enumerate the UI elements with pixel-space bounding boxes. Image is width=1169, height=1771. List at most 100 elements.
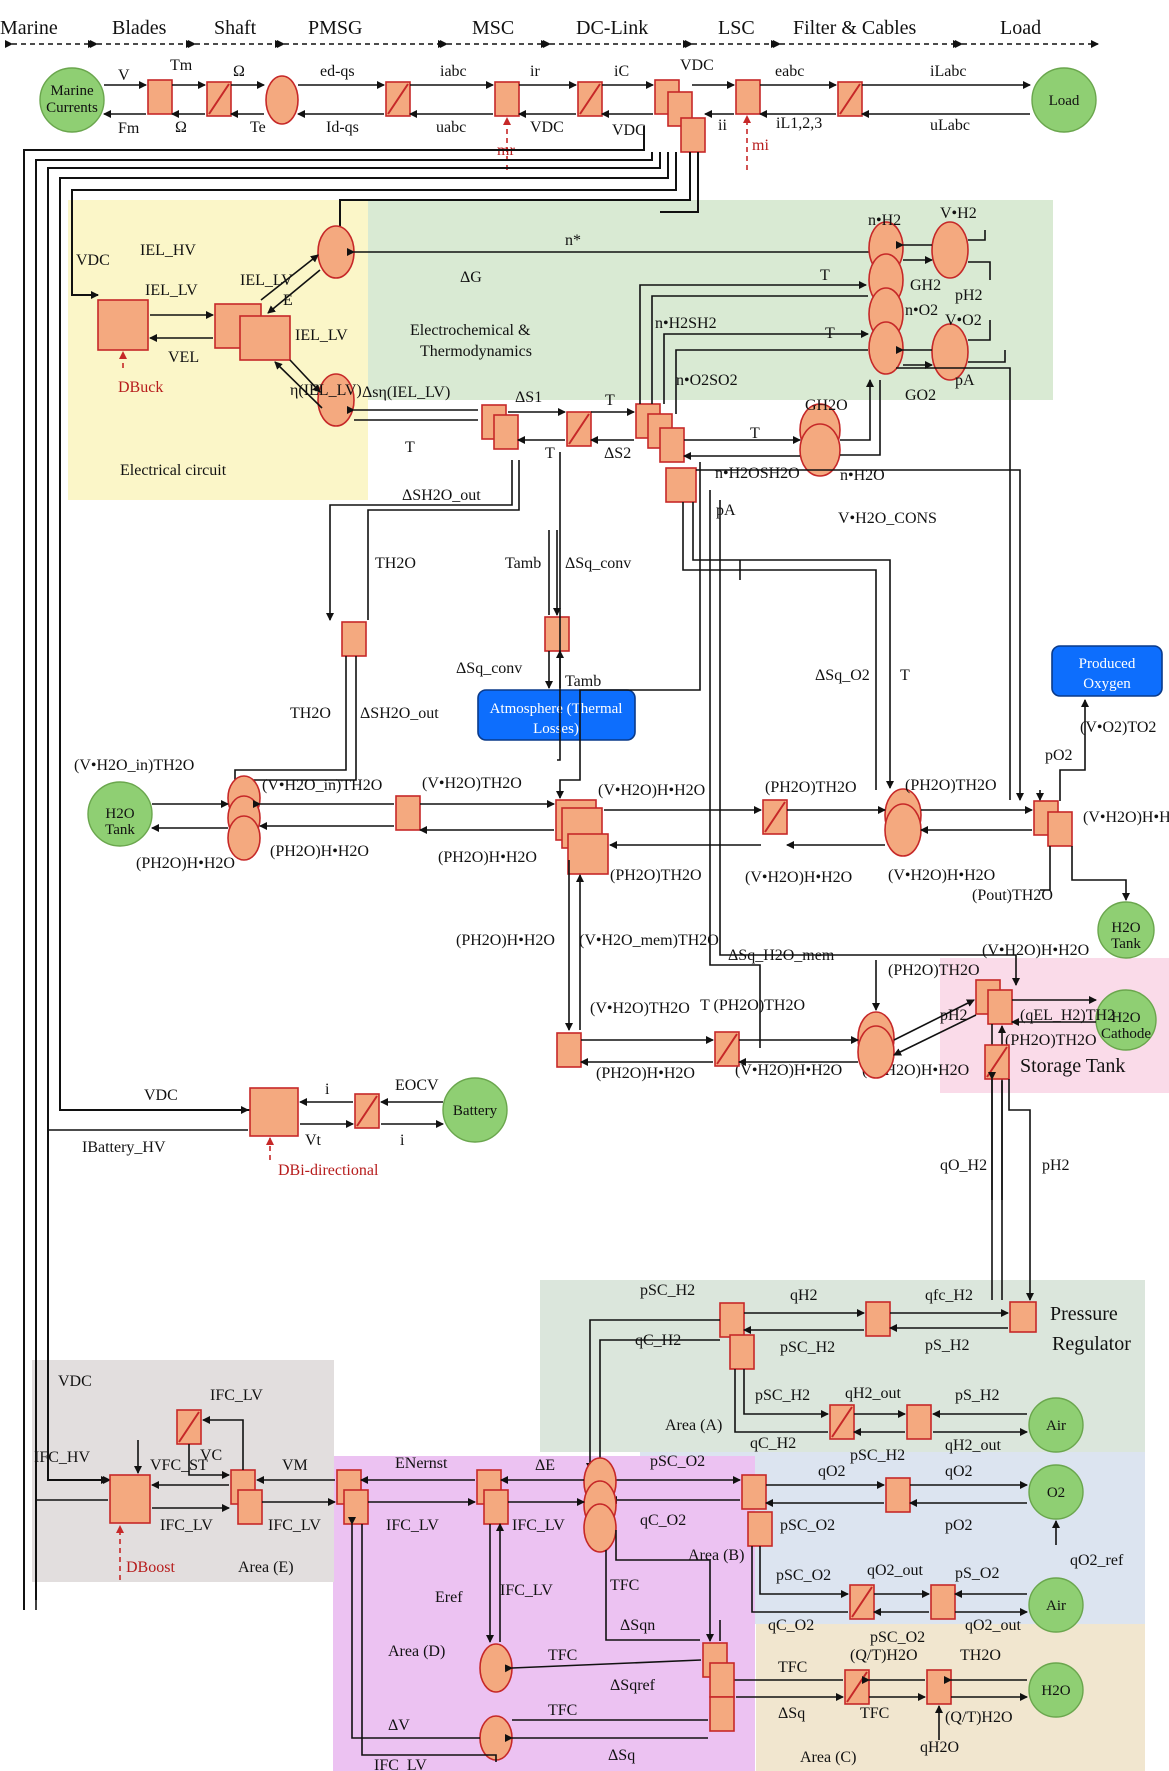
signal-label: TFC: [548, 1702, 577, 1719]
section-marine: Marine: [0, 17, 58, 39]
signal-label: VDC: [530, 119, 564, 136]
thermal-labels: ΔSH2O_out TH2O Tamb ΔSq_conv ΔSq_conv Ta…: [290, 487, 1156, 764]
signal-label: E: [283, 292, 293, 309]
core-block-4: [665, 467, 697, 503]
section-msc: MSC: [472, 17, 514, 39]
signal-label: ΔSq_O2: [815, 667, 870, 684]
signal-label: IFC_LV: [386, 1517, 439, 1534]
reg-block-1: [719, 1302, 745, 1338]
section-pmsg: PMSG: [308, 17, 362, 39]
fc-block-6: [483, 1489, 509, 1525]
signal-label: ΔS2: [604, 445, 631, 462]
signal-label: (Pout)TH2O: [972, 887, 1053, 904]
signal-label: n•O2SO2: [676, 372, 738, 389]
signal-label: ΔV: [388, 1717, 410, 1734]
signal-label: T (PH2O)TH2O: [700, 997, 805, 1014]
signal-label: (qEL_H2)TH2: [1020, 1007, 1115, 1024]
signal-label: n•H2O: [840, 467, 885, 484]
dc-bus-lines: [23, 126, 699, 1610]
area-e-label: Area (E): [238, 1559, 294, 1576]
section-filter-cables: Filter & Cables: [793, 17, 917, 39]
o2-gas-node: [931, 323, 969, 381]
signal-label: IFC_LV: [374, 1757, 427, 1771]
fc-block-4: [343, 1489, 369, 1525]
area-d: [333, 1456, 755, 1771]
signal-label: IFC_LV: [268, 1517, 321, 1534]
signal-label: Ω: [175, 119, 187, 136]
h2o-tank-left-node: [87, 781, 153, 847]
signal-label: (PH2O)H•H2O: [438, 849, 537, 866]
fc-block-2: [237, 1489, 263, 1525]
signal-label: ΔSq_H2O_mem: [728, 947, 835, 964]
signal-label: Tamb: [505, 555, 541, 572]
signal-label: qO2: [945, 1463, 973, 1480]
signal-label: Tm: [170, 57, 193, 74]
storage-labels: pH2 (qEL_H2)TH2 qO_H2 pH2: [940, 1007, 1115, 1174]
signal-label: T: [750, 425, 760, 442]
water-block-1: [395, 795, 421, 831]
lsc-block: [735, 79, 761, 115]
signal-label: (PH2O)H•H2O: [136, 855, 235, 872]
storage-regulator: Storage Tank Pressure Regulator pH2 (qEL…: [940, 1007, 1131, 1355]
fc-thermal-block-2: [709, 1662, 735, 1698]
dc-link-block-3: [680, 117, 706, 153]
signal-label: qH2_out: [845, 1385, 902, 1402]
signal-label: ΔSH2O_out: [402, 487, 481, 504]
signal-label: (Q/T)H2O: [945, 1709, 1013, 1726]
signal-label: (PH2O)TH2O: [1005, 1032, 1097, 1049]
signal-label: pS_O2: [955, 1565, 999, 1582]
electrical-circuit-label: Electrical circuit: [120, 462, 227, 479]
signal-label: VDC: [612, 122, 646, 139]
signal-label: pH2: [940, 1007, 968, 1024]
signal-label: IEL_LV: [145, 282, 198, 299]
o2-block-2: [747, 1511, 773, 1547]
bidirectional-converter: [249, 1087, 299, 1137]
h2o-cathode-node: [1095, 989, 1157, 1051]
signal-label: qC_O2: [768, 1617, 814, 1634]
oxygen-separator-2: [1047, 811, 1073, 847]
battery-node: [442, 1077, 508, 1143]
load-node: [1031, 67, 1097, 133]
load-label: Load: [1049, 93, 1080, 109]
signal-label: V: [118, 67, 130, 84]
h2o-fc-node: [1028, 1662, 1084, 1718]
pressure-regulator-block: [1009, 1301, 1037, 1333]
signal-label: (PH2O)H•H2O: [270, 843, 369, 860]
signal-label: n*: [565, 232, 581, 249]
o2-block-3: [885, 1477, 911, 1513]
electrochemical-label-1: Electrochemical &: [410, 322, 531, 339]
signal-label: T: [405, 439, 415, 456]
h2-supply: Air Area (A) pSC_H2 qH2 qfc_H2 qC_H2 pSC…: [586, 1282, 1084, 1471]
signal-label: ΔG: [460, 269, 482, 286]
signal-label: ΔSq: [778, 1705, 805, 1722]
signal-label: pSC_O2: [650, 1453, 705, 1470]
signal-label: IFC_LV: [160, 1517, 213, 1534]
signal-label: n•H2OSH2O: [715, 465, 800, 482]
boost-converter: [109, 1474, 151, 1524]
signal-label: TFC: [548, 1647, 577, 1664]
signal-label: Ω: [233, 63, 245, 80]
signal-label: (PH2O)H•H2O: [456, 932, 555, 949]
signal-label: (PH2O)TH2O: [765, 779, 857, 796]
signal-label: VDC: [76, 252, 110, 269]
h2o-tank-right-node: [1097, 901, 1155, 959]
o2-supply-labels: pSC_O2 qO2 qO2 qC_O2 pSC_O2 pO2 qO2_ref …: [640, 1453, 1124, 1646]
signal-label: VDC: [58, 1373, 92, 1390]
signal-label: (V•H2O)H•H2O: [745, 869, 852, 886]
signal-label: n•H2SH2: [655, 315, 717, 332]
signal-label: (V•H2O_in)TH2O: [262, 777, 382, 794]
signal-label: Id-qs: [326, 119, 359, 136]
signal-label: (V•H2O)H•H2O: [1083, 809, 1169, 826]
signal-label: TFC: [860, 1705, 889, 1722]
area-c-label: Area (C): [800, 1749, 856, 1766]
msc-block: [494, 81, 520, 117]
signal-label: VC: [200, 1447, 222, 1464]
signal-label: ENernst: [395, 1455, 448, 1472]
thermal-block-mid: [544, 616, 570, 652]
signal-label: η(IEL_LV): [290, 382, 362, 399]
